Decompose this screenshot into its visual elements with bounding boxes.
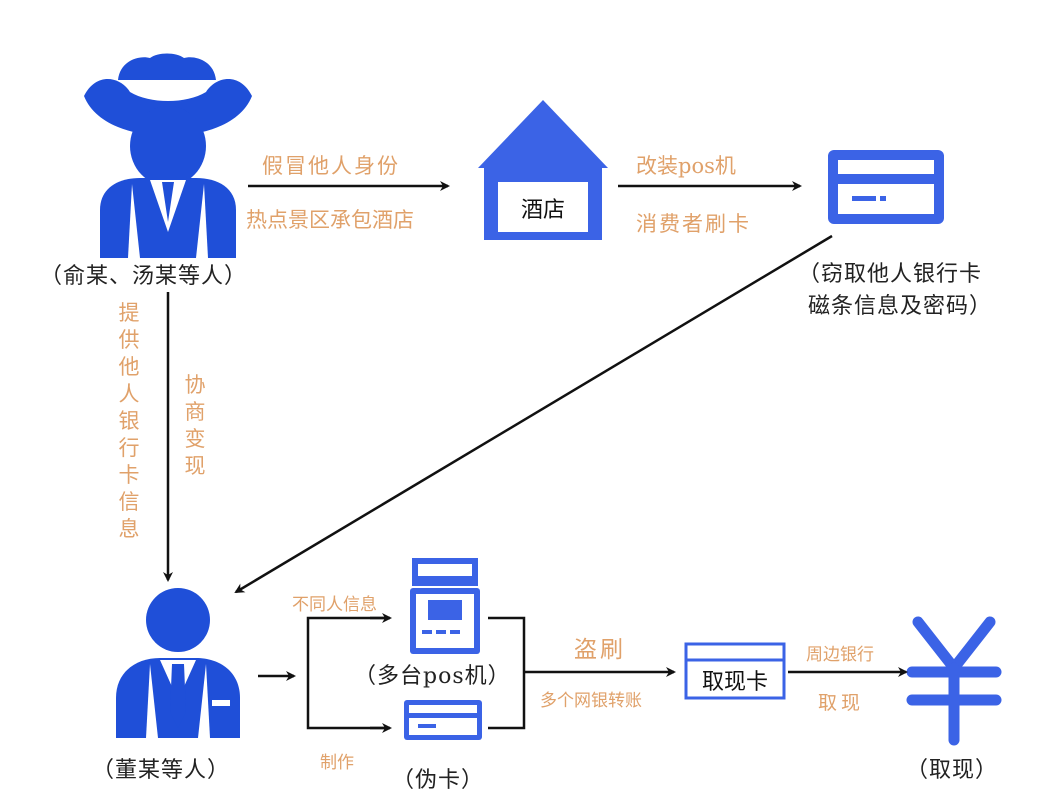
edge-make: 制作 [320, 753, 354, 773]
pos-caption: （多台pos机） [354, 664, 511, 689]
fake-card-caption: （伪卡） [392, 768, 485, 793]
yuan-icon [906, 616, 1002, 746]
suited-person-icon [116, 588, 240, 738]
edge-steal-swipe: 盗刷 [574, 637, 626, 663]
cash-card-box [684, 642, 786, 700]
edge-provide-info: 提供他人银行卡信息 [118, 301, 140, 541]
cash-card-label: 取现卡 [701, 670, 768, 695]
arrow-card-to-dong [234, 234, 833, 594]
cowboy-person-icon [84, 53, 252, 258]
edge-withdraw: 取现 [818, 692, 865, 714]
yu-caption: （俞某、汤某等人） [40, 264, 248, 289]
edge-negotiate-cash: 协商变现 [184, 373, 206, 478]
pos-machine-icon [410, 558, 480, 654]
hotel-label: 酒店 [520, 198, 565, 223]
fake-card-icon [404, 700, 482, 740]
branch-connector [306, 616, 388, 730]
edge-consumer-swipe: 消费者刷卡 [636, 212, 751, 236]
edge-diff-person-info: 不同人信息 [292, 595, 377, 615]
cash-caption: （取现） [906, 758, 999, 783]
edge-modify-pos: 改装pos机 [636, 154, 736, 178]
edge-nearby-bank: 周边银行 [806, 645, 874, 665]
stolen-card-icon [828, 150, 944, 224]
hotel-house-icon [478, 100, 608, 240]
card-caption-line2: 磁条信息及密码） [808, 294, 993, 319]
dong-caption: （董某等人） [92, 758, 231, 783]
card-caption-line1: （窃取他人银行卡 [798, 262, 983, 287]
flow-arrows [163, 181, 908, 733]
edge-contract-hotel: 热点景区承包酒店 [246, 208, 414, 232]
edge-impersonate: 假冒他人身份 [262, 154, 400, 178]
edge-multi-transfer: 多个网银转账 [540, 691, 642, 711]
